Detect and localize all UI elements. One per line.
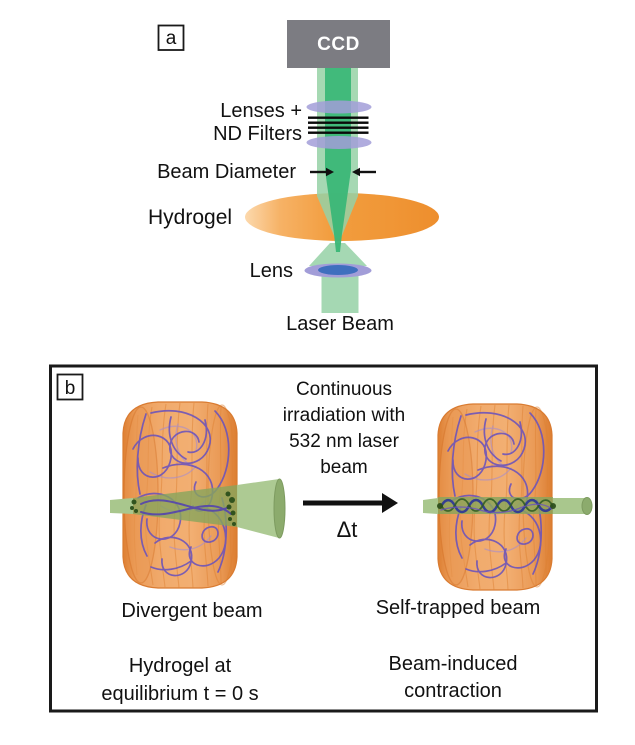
panel-b-tag: b — [65, 378, 76, 399]
scatter-clusters-left — [130, 491, 236, 526]
contracted-polymer-channel — [439, 498, 554, 514]
right-subcaption-line2: contraction — [404, 680, 502, 702]
left-subcaption-line2: equilibrium t = 0 s — [101, 683, 258, 705]
irradiation-line3: 532 nm laser — [289, 431, 400, 452]
right-caption: Self-trapped beam — [376, 597, 541, 619]
irradiation-text: Continuous irradiation with 532 nm laser… — [283, 379, 406, 478]
scatter-clusters-right — [437, 503, 556, 509]
polymer-strands-in-beam — [140, 499, 232, 516]
ccd-label: CCD — [317, 34, 360, 55]
probe-beam-inner — [325, 68, 351, 252]
panel-a-tag: a — [166, 28, 177, 49]
hydrogel-label: Hydrogel — [148, 206, 232, 229]
panel-b-tag-box — [56, 373, 84, 401]
panel-b: Continuous irradiation with 532 nm laser… — [49, 364, 598, 713]
panel-b-border — [49, 364, 598, 713]
lens-label: Lens — [250, 260, 293, 282]
beam-diameter-arrow-right-icon — [310, 167, 334, 177]
imaging-lens-top — [306, 100, 372, 114]
beam-diameter-label: Beam Diameter — [157, 161, 296, 183]
irradiation-line1: Continuous — [296, 379, 392, 400]
irradiation-line2: irradiation with — [283, 405, 406, 426]
imaging-lens-bottom — [306, 136, 372, 149]
right-subcaption-line1: Beam-induced — [389, 653, 518, 675]
nd-filter-stack — [308, 116, 369, 134]
panel-a: a CCD Lenses + ND — [148, 20, 439, 335]
self-trapped-beam — [423, 497, 593, 515]
divergent-beam — [110, 478, 286, 539]
irradiation-line4: beam — [320, 457, 368, 478]
delta-t-label: Δt — [337, 517, 358, 542]
left-subcaption-line1: Hydrogel at — [129, 655, 232, 677]
panel-a-tag-box — [157, 24, 185, 51]
focusing-lens-core — [318, 265, 358, 275]
left-caption: Divergent beam — [121, 600, 262, 622]
lenses-nd-label-line1: Lenses + — [220, 100, 302, 122]
ccd-sensor — [287, 20, 390, 68]
beam-diameter-arrow-left-icon — [352, 167, 376, 177]
laser-beam-label: Laser Beam — [286, 313, 394, 335]
transition-arrow-icon — [303, 493, 398, 513]
lenses-nd-label-line2: ND Filters — [213, 123, 302, 145]
